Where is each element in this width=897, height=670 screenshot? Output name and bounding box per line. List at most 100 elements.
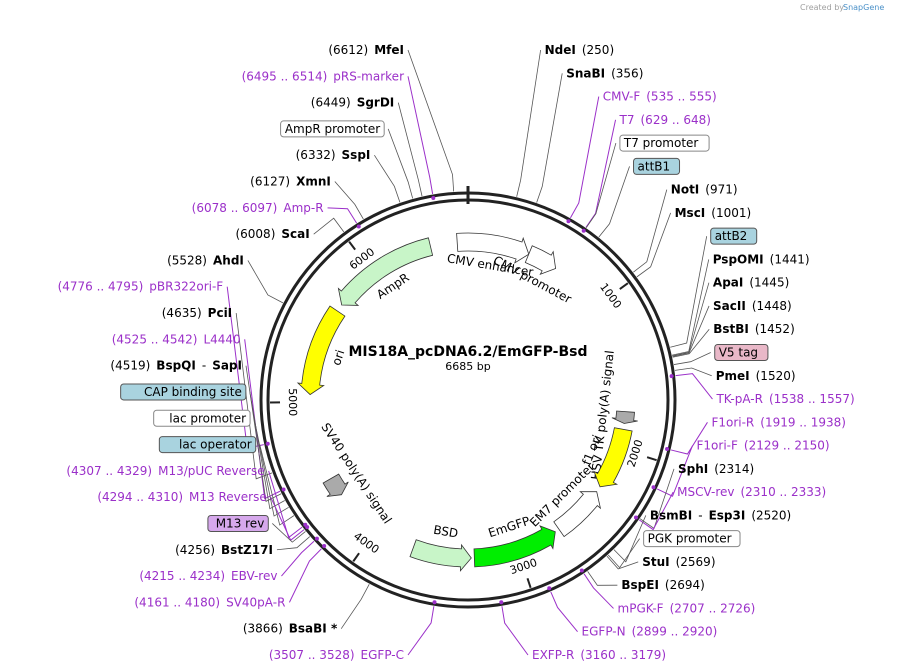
label-name: XmnI (296, 175, 331, 189)
map-label: MscI(1001) (675, 206, 752, 220)
label-leader (374, 155, 401, 203)
label-text: mPGK-F (2707 .. 2726) (618, 601, 756, 615)
tick-mark (619, 282, 629, 290)
label-coord: (1538 .. 1557) (769, 392, 855, 406)
label-coord: (6495 .. 6514) (242, 69, 328, 83)
label-leader (613, 515, 647, 563)
label-leader (253, 418, 289, 517)
label-coord: (2314) (714, 462, 754, 476)
label-separator: - (698, 508, 702, 522)
feature-arrow (473, 525, 556, 568)
label-name: BstZ17I (221, 543, 273, 557)
map-label: (4776 .. 4795)pBR322ori-F (58, 280, 224, 294)
feature-box (633, 157, 681, 175)
label-name: M13 Reverse (189, 490, 267, 504)
label-coord: (1452) (755, 322, 795, 336)
credit-brand: SnapGene (843, 3, 884, 12)
map-label: (6078 .. 6097)Amp-R (192, 201, 324, 215)
feature-box (710, 227, 758, 245)
feature-box (158, 436, 257, 454)
label-name: SspI (342, 148, 371, 162)
primer-mark (566, 219, 571, 224)
feature-label: SV40 poly(A) signal (318, 421, 394, 527)
label-coord: (2707 .. 2726) (670, 601, 756, 615)
label-text: SacII(1448) (713, 299, 792, 313)
feature-arrow (322, 473, 349, 497)
map-label: StuI(2569) (642, 555, 715, 569)
feature-box-label: lac operator (179, 438, 252, 452)
map-label: lac operator (158, 436, 257, 454)
map-label: (6008)ScaI (235, 227, 309, 241)
label-name: TK-pA-R (715, 392, 763, 406)
label-coord: (5528) (167, 253, 207, 267)
label-name: SphI (678, 462, 708, 476)
primer-mark (669, 374, 674, 379)
label-leader (587, 571, 618, 586)
primer-mark (322, 544, 327, 549)
map-label: (6127)XmnI (250, 175, 331, 189)
label-coord: (6332) (296, 148, 336, 162)
label-name: BspEI (621, 578, 659, 592)
label-text: TK-pA-R (1538 .. 1557) (715, 392, 854, 406)
label-coord: (6008) (235, 227, 275, 241)
primer-mark (314, 536, 319, 541)
map-label: (4525 .. 4542)L4440 (112, 332, 241, 346)
map-label: (4635)PciI (162, 306, 232, 320)
label-leader (675, 373, 713, 400)
label-name: SnaBI (566, 66, 605, 80)
label-leader (670, 236, 708, 348)
label-coord: (2310 .. 2333) (740, 485, 826, 499)
label-text: (3507 .. 3528)EGFP-C (269, 648, 404, 662)
label-leader (268, 470, 303, 539)
primer-mark (547, 586, 552, 591)
feature-box-label: lac promoter (169, 411, 246, 425)
map-label: T7 promoter (619, 134, 710, 152)
feature-arrow (611, 410, 638, 424)
map-label: T7(629 .. 648) (619, 113, 711, 127)
map-label: V5 tag (714, 344, 769, 361)
map-label: NdeI(250) (545, 43, 615, 57)
map-label: BstBI(1452) (713, 322, 795, 336)
label-leader (585, 119, 617, 228)
label-text: (6078 .. 6097)Amp-R (192, 201, 324, 215)
label-name: PciI (208, 306, 233, 320)
label-text: (6612)MfeI (328, 43, 404, 57)
label-coord: (2520) (751, 508, 791, 522)
map-label: BspEI(2694) (621, 578, 704, 592)
label-text: SphI (2314) (678, 462, 754, 476)
label-leader (585, 142, 617, 228)
tick-mark (352, 552, 360, 562)
label-text: (4776 .. 4795)pBR322ori-F (58, 280, 224, 294)
primer-mark (356, 224, 361, 229)
label-coord: (971) (705, 183, 737, 197)
label-text: F1ori-F(2129 .. 2150) (697, 439, 830, 453)
label-leader (636, 212, 671, 278)
primer-mark (281, 487, 286, 492)
label-coord: (2569) (676, 555, 716, 569)
feature-box (120, 383, 247, 401)
label-text: CMV-F(535 .. 555) (603, 90, 717, 104)
map-label: (6495 .. 6514)pRS-marker (242, 69, 404, 83)
label-coord: (6078 .. 6097) (192, 201, 278, 215)
label-leader (259, 444, 295, 526)
label-leader (674, 367, 712, 377)
label-name: mPGK-F (618, 601, 664, 615)
feature-arrow (296, 305, 346, 396)
label-leader (244, 339, 281, 500)
label-name: BsmBI (650, 508, 692, 522)
label-leader (235, 312, 273, 480)
label-coord: (2899 .. 2920) (632, 625, 718, 639)
label-leader (536, 73, 563, 203)
label-name: PspOMI (713, 252, 764, 266)
label-leader (550, 591, 578, 633)
feature-box-label: attB1 (638, 159, 671, 173)
label-text: PmeI(1520) (716, 369, 796, 383)
label-text: MSCV-rev(2310 .. 2333) (677, 485, 826, 499)
label-leader (501, 606, 529, 656)
label-coord: (356) (611, 66, 643, 80)
feature-arrow (409, 539, 472, 572)
label-name: EBV-rev (231, 569, 277, 583)
map-label: (5528)AhdI (167, 253, 244, 267)
